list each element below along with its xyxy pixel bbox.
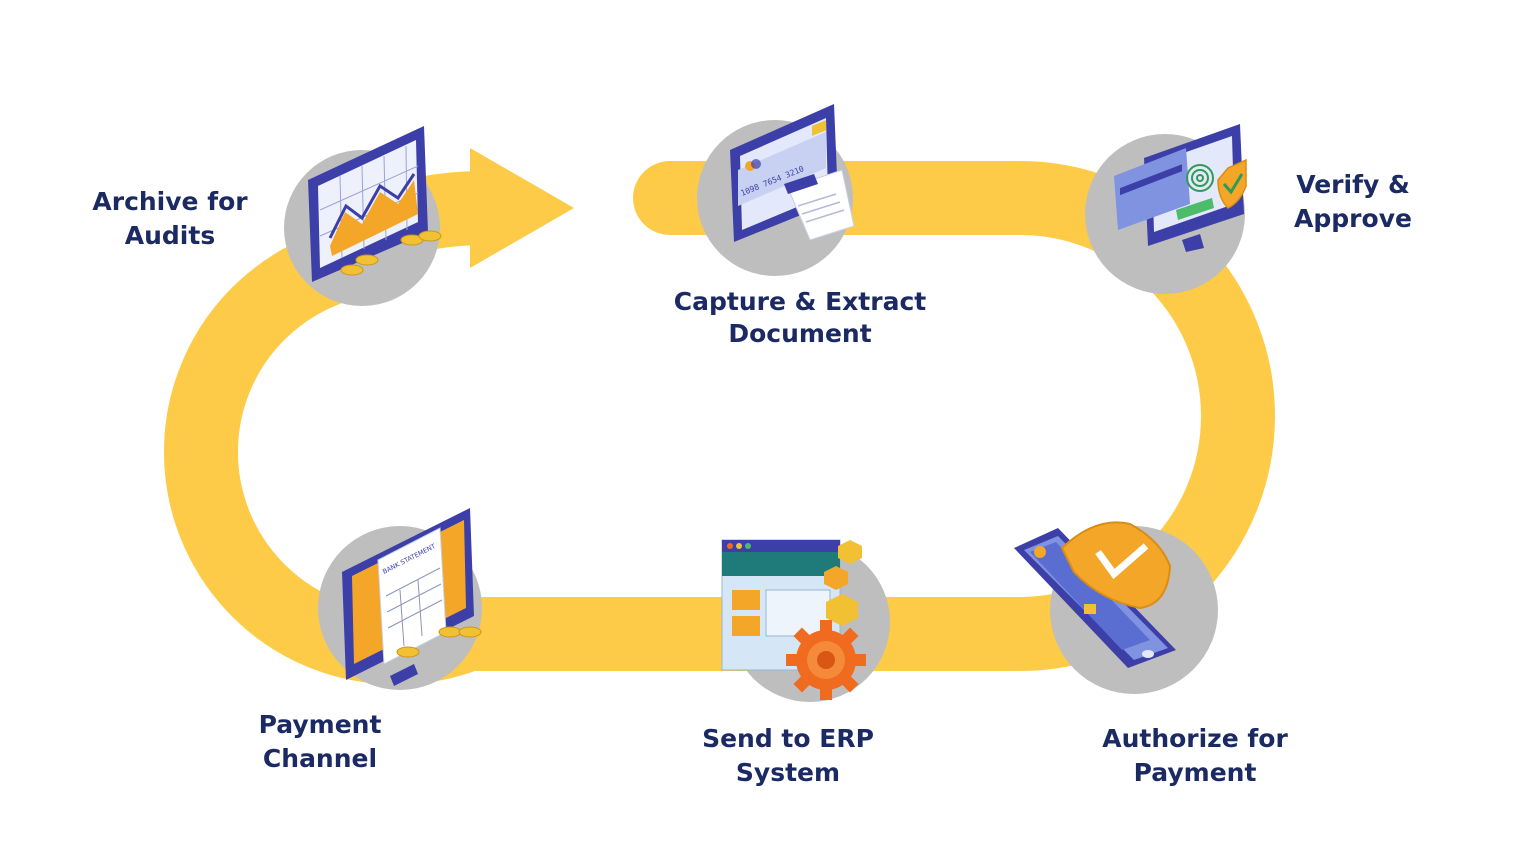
step-label-archive: Archive for Audits xyxy=(60,185,280,253)
step-label-authorize: Authorize for Payment xyxy=(1080,722,1310,790)
gear-icon xyxy=(786,620,866,700)
step-label-erp: Send to ERP System xyxy=(680,722,896,790)
step-label-payment-line2: Channel xyxy=(262,744,378,773)
step-label-capture: Capture & Extract Document xyxy=(660,286,940,350)
erp-gear-icon xyxy=(721,539,866,700)
fingerprint-verify-icon xyxy=(1114,124,1247,252)
secure-mobile-payment-icon xyxy=(1014,521,1176,668)
step-label-archive-line2: Audits xyxy=(124,221,216,250)
step-label-verify-line1: Verify & xyxy=(1296,170,1410,199)
chart-archive-icon xyxy=(308,126,442,282)
invoice-scan-icon: 1098 7654 3210 xyxy=(730,104,855,242)
step-label-payment-line1: Payment xyxy=(258,710,382,739)
step-label-authorize-line1: Authorize for xyxy=(1102,724,1288,753)
bank-statement-icon: BANK STATEMENT xyxy=(342,508,482,686)
step-label-authorize-line2: Payment xyxy=(1133,758,1257,787)
step-label-verify-line2: Approve xyxy=(1294,204,1412,233)
step-label-capture-line1: Capture & Extract xyxy=(673,287,927,316)
direction-arrow-icon xyxy=(470,148,574,268)
step-label-verify: Verify & Approve xyxy=(1258,168,1448,236)
step-label-archive-line1: Archive for xyxy=(92,187,248,216)
track-loop xyxy=(163,161,1275,685)
step-label-payment: Payment Channel xyxy=(215,708,425,776)
step-label-erp-line2: System xyxy=(735,758,841,787)
step-label-erp-line1: Send to ERP xyxy=(702,724,874,753)
step-label-capture-line2: Document xyxy=(728,319,872,348)
